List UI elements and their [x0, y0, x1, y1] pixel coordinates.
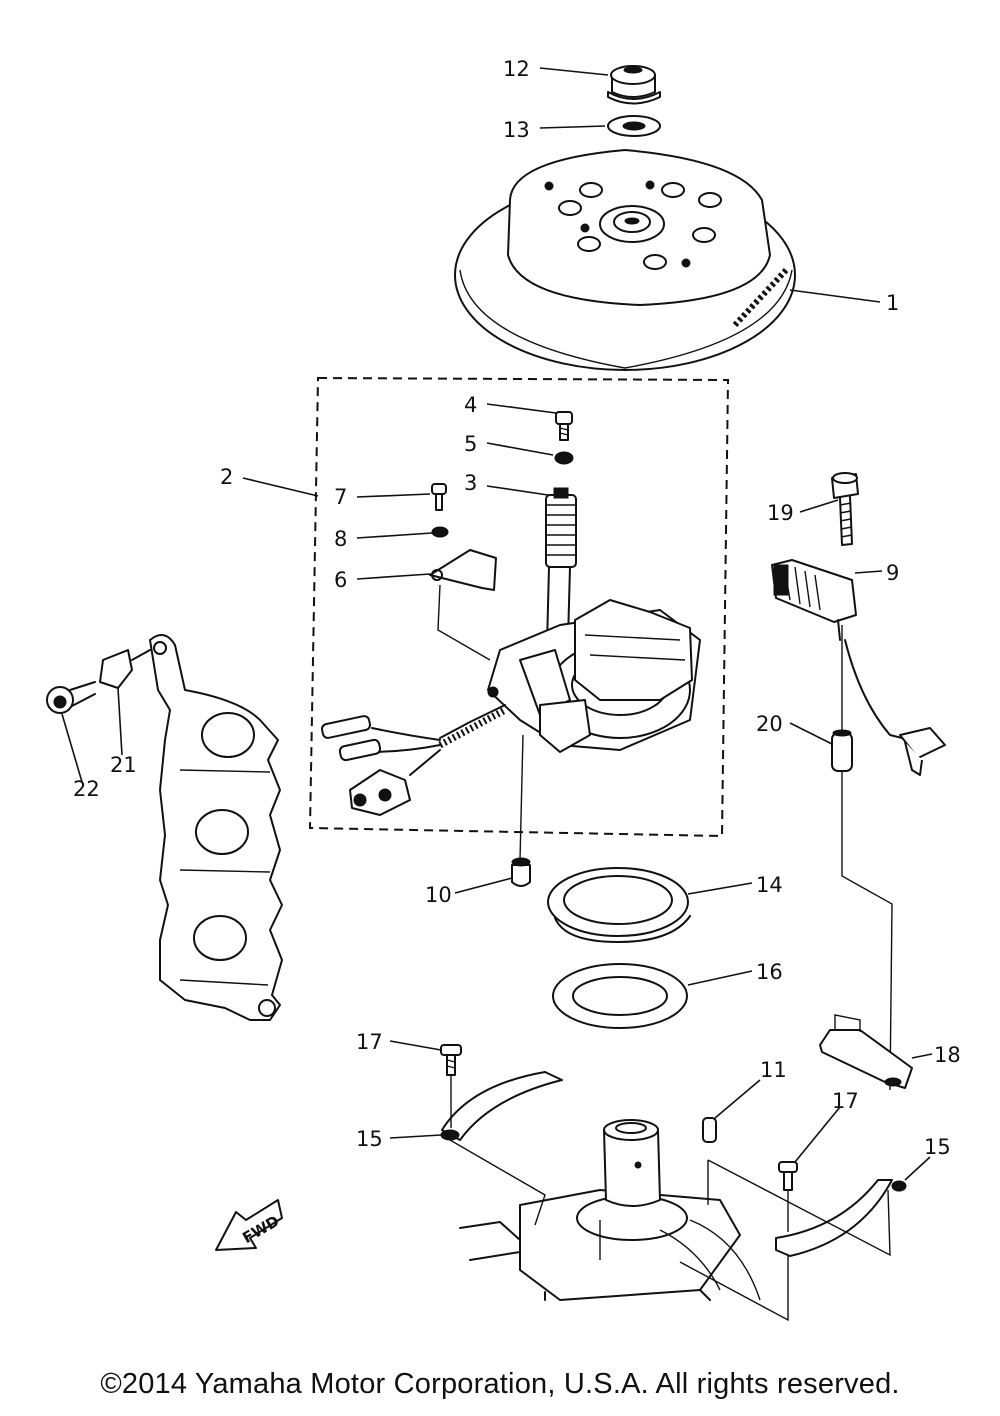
part-2-assembly-boundary — [308, 376, 730, 838]
callout-8: 8 — [334, 527, 347, 551]
intake-manifold — [149, 634, 283, 1021]
callout-15-right: 15 — [924, 1135, 951, 1159]
callout-labels: 12 13 1 2 3 4 5 6 7 8 9 10 11 14 15 15 1… — [73, 57, 961, 1159]
part-9-unit — [771, 559, 946, 776]
part-5-washer — [554, 451, 574, 465]
callout-19: 19 — [767, 501, 794, 525]
callout-14: 14 — [756, 873, 783, 897]
part-18-bracket — [819, 1014, 913, 1089]
part-6-bracket — [429, 549, 497, 661]
stator-base-assembly — [487, 599, 701, 753]
callout-9: 9 — [886, 561, 899, 585]
part-19-bolt — [831, 472, 859, 546]
exploded-parts-diagram: FWD 12 13 1 2 3 4 5 6 7 — [46, 57, 961, 1322]
callout-17-left: 17 — [356, 1030, 383, 1054]
part-10-nut — [511, 734, 531, 887]
part-7-screw — [431, 483, 447, 511]
callout-4: 4 — [464, 393, 477, 417]
part-20-sleeve — [831, 625, 893, 1091]
callout-3: 3 — [464, 471, 477, 495]
callout-1: 1 — [886, 291, 899, 315]
fwd-arrow: FWD — [215, 1199, 283, 1251]
callout-6: 6 — [334, 568, 347, 592]
callout-12: 12 — [503, 57, 530, 81]
callout-13: 13 — [503, 118, 530, 142]
part-4-screw — [555, 411, 573, 441]
callout-15-left: 15 — [356, 1127, 383, 1151]
part-11-key — [702, 1117, 717, 1143]
part-3-charge-coil — [545, 487, 577, 646]
callout-11: 11 — [760, 1058, 787, 1082]
part-17-screw-left — [440, 1044, 462, 1076]
callout-16: 16 — [756, 960, 783, 984]
copyright-notice: ©2014 Yamaha Motor Corporation, U.S.A. A… — [100, 1368, 900, 1400]
part-14-ring — [547, 867, 691, 943]
leader-lines — [61, 67, 933, 1181]
part-22-screw — [46, 681, 96, 714]
alignment-lines-lower — [449, 1139, 891, 1322]
part-12-flange-nut — [607, 65, 661, 105]
callout-7: 7 — [334, 485, 347, 509]
part-16-ring — [552, 963, 688, 1029]
callout-17-right: 17 — [832, 1089, 859, 1113]
part-15-arc-left — [440, 1071, 563, 1141]
part-17-screw-right — [778, 1161, 798, 1191]
callout-5: 5 — [464, 432, 477, 456]
lower-crankcase — [459, 1119, 761, 1301]
part-8-washer — [431, 526, 449, 538]
wire-harness-connectors — [320, 704, 507, 816]
callout-21: 21 — [110, 753, 137, 777]
part-15-arc-right — [775, 1179, 907, 1257]
part-21-clip — [99, 649, 151, 689]
callout-2: 2 — [220, 465, 233, 489]
callout-22: 22 — [73, 777, 100, 801]
callout-18: 18 — [934, 1043, 961, 1067]
callout-10: 10 — [425, 883, 452, 907]
part-1-flywheel — [454, 149, 796, 371]
part-13-washer — [607, 115, 661, 137]
callout-20: 20 — [756, 712, 783, 736]
